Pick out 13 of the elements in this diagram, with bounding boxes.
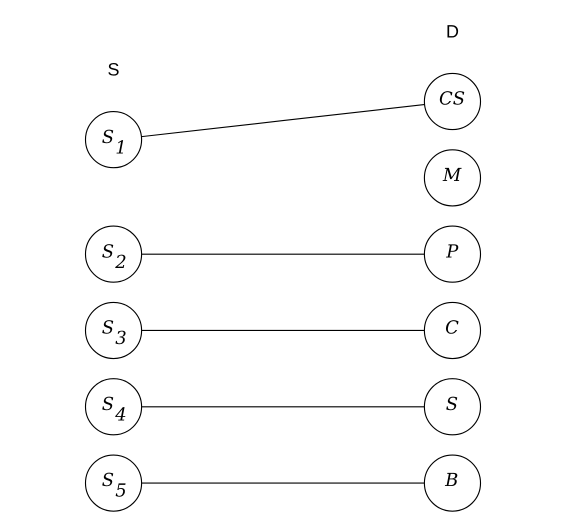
connector xyxy=(141,406,424,408)
node-circle: P xyxy=(423,226,481,283)
node-circle: CS xyxy=(423,72,481,130)
node-circle: C xyxy=(423,302,481,360)
connector xyxy=(141,254,424,255)
node-circle: M xyxy=(423,149,481,206)
node-circle: B xyxy=(423,454,481,512)
connector xyxy=(141,482,424,484)
label: S xyxy=(107,59,120,80)
connector xyxy=(141,104,424,138)
label: D xyxy=(445,21,458,42)
node-circle: S xyxy=(423,378,481,436)
connector xyxy=(141,330,424,332)
